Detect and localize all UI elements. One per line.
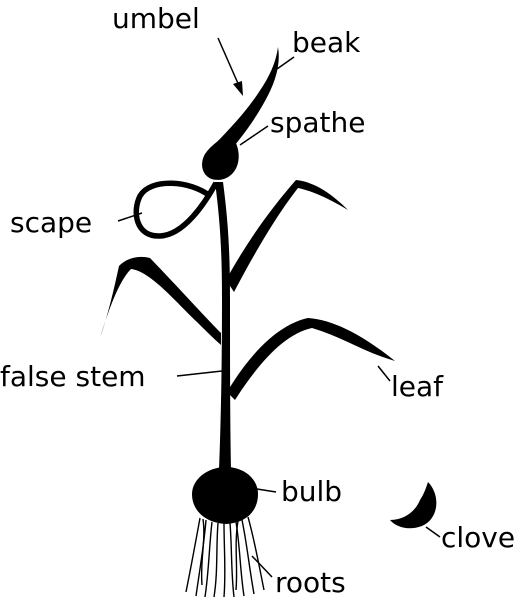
label-bulb: bulb [281, 475, 342, 508]
upper-left-leaf-illustration [100, 256, 221, 345]
label-leaf: leaf [391, 370, 444, 403]
bulb-illustration [192, 467, 258, 524]
bulb-leader [256, 488, 277, 493]
umbel-leader [217, 37, 241, 89]
label-false-stem: false stem [0, 360, 146, 393]
labels: umbel beak spathe scape false stem leaf … [0, 2, 515, 599]
label-clove: clove [441, 521, 515, 554]
label-beak: beak [292, 26, 361, 59]
garlic-plant [100, 47, 437, 598]
clove-leader [425, 526, 441, 538]
beak-leader [276, 56, 295, 70]
upper-right-leaf-illustration [226, 180, 348, 292]
scape-illustration [133, 180, 219, 239]
spathe-leader [239, 125, 269, 146]
false-stem-illustration [215, 182, 231, 470]
umbel-arrowhead [233, 81, 243, 96]
leaf-leader [377, 365, 391, 382]
label-roots: roots [275, 566, 346, 599]
lower-right-leaf-illustration [227, 318, 395, 400]
scape-leader [117, 212, 143, 222]
beak-illustration [209, 47, 279, 154]
label-umbel: umbel [112, 2, 200, 35]
false-stem-leader [176, 370, 223, 377]
roots-illustration [185, 516, 265, 598]
clove-illustration [390, 482, 437, 529]
label-spathe: spathe [270, 106, 365, 139]
roots-leader [251, 555, 273, 578]
label-scape: scape [10, 206, 92, 239]
leader-lines [117, 37, 441, 578]
